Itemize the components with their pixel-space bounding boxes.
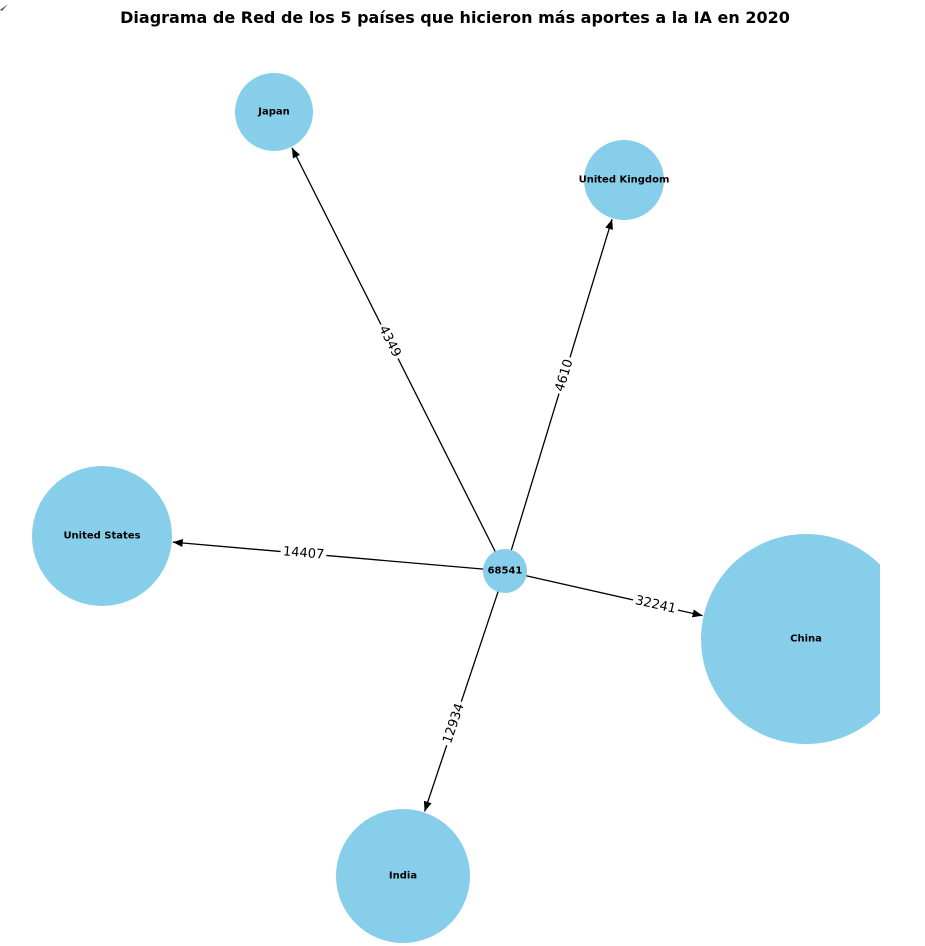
edge-label-background xyxy=(550,354,579,397)
node-united-kingdom xyxy=(584,140,664,220)
diagram-title: Diagrama de Red de los 5 países que hici… xyxy=(120,8,790,27)
edge-india xyxy=(423,589,500,812)
node-label-japan: Japan xyxy=(257,107,290,118)
edge-label-india: 12934 xyxy=(440,702,467,746)
edge-label-background xyxy=(372,320,407,363)
node-label-china: China xyxy=(790,634,822,645)
node-label-india: India xyxy=(389,871,417,882)
edge-label-background xyxy=(631,591,680,619)
node-japan xyxy=(235,73,313,151)
edge-label-group-japan: 4349 xyxy=(372,320,407,363)
edge-label-group-united-states: 14407 xyxy=(279,542,328,565)
edge-label-group-china: 32241 xyxy=(631,591,680,619)
edge-label-united-states: 14407 xyxy=(282,544,325,563)
edge-label-group-united-kingdom: 4610 xyxy=(550,354,579,397)
node-label-center: 68541 xyxy=(488,566,523,577)
node-label-united-kingdom: United Kingdom xyxy=(579,175,670,186)
edges-layer xyxy=(172,147,703,812)
edge-united-states xyxy=(172,539,486,570)
node-label-united-states: United States xyxy=(63,531,140,542)
node-india xyxy=(336,809,470,943)
nodes-layer xyxy=(32,73,880,943)
edge-label-background xyxy=(279,542,328,565)
node-united-states xyxy=(32,466,172,606)
edge-label-background xyxy=(438,698,470,749)
node-center xyxy=(483,549,527,593)
corner-mark-icon xyxy=(0,4,8,11)
edge-label-group-india: 12934 xyxy=(438,698,470,749)
node-china xyxy=(701,534,880,744)
